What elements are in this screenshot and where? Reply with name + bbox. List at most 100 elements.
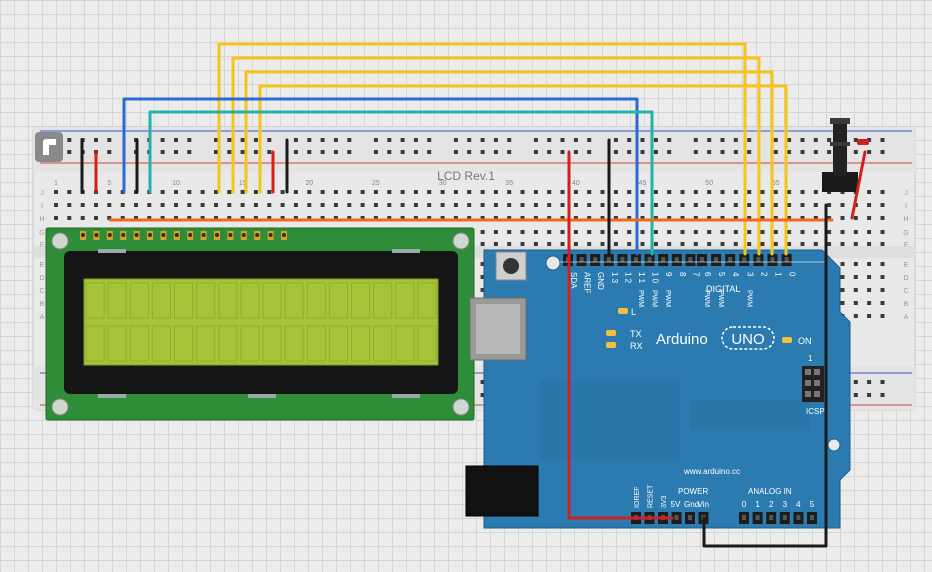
breadboard-hole [613, 230, 618, 234]
breadboard-hole [187, 203, 192, 207]
breadboard-hole [533, 216, 538, 220]
breadboard-hole [160, 138, 165, 142]
row-letter: H [903, 216, 908, 223]
breadboard-hole [880, 275, 885, 279]
breadboard-hole [813, 230, 818, 234]
breadboard-hole [613, 190, 618, 194]
breadboard-hole [773, 216, 778, 220]
header-pin-hole [579, 257, 584, 262]
digital-pin-label: 1 3 [610, 272, 619, 284]
digital-pin-label: 5 [717, 272, 726, 277]
breadboard-hole [507, 242, 512, 246]
breadboard-hole [480, 190, 485, 194]
breadboard-hole [800, 203, 805, 207]
wire-yellow-4 [258, 84, 788, 256]
breadboard-hole [280, 190, 285, 194]
breadboard-hole [880, 288, 885, 292]
breadboard-hole [627, 190, 632, 194]
column-number: 5 [107, 180, 111, 187]
breadboard-hole [547, 242, 552, 246]
breadboard-hole [560, 216, 565, 220]
lcd-char-cell [306, 282, 326, 319]
breadboard-hole [587, 216, 592, 220]
breadboard-hole [867, 242, 872, 246]
pwm-label: PWM [717, 290, 724, 307]
breadboard-hole [187, 150, 192, 154]
breadboard-hole [880, 230, 885, 234]
breadboard-hole [200, 216, 205, 220]
column-number: 1 [54, 180, 58, 187]
potentiometer-icon[interactable] [822, 118, 869, 192]
breadboard-hole [267, 150, 272, 154]
breadboard-hole [600, 230, 605, 234]
digital-pin-label: 2 [759, 272, 768, 277]
breadboard-hole [333, 216, 338, 220]
breadboard-hole [853, 380, 858, 384]
breadboard-hole [227, 216, 232, 220]
breadboard-hole [693, 230, 698, 234]
lcd-char-cell [306, 325, 326, 362]
header-pin-hole [634, 257, 638, 262]
breadboard-hole [747, 230, 752, 234]
breadboard-hole [507, 216, 512, 220]
lcd-char-cell [395, 325, 415, 362]
pot-body [822, 172, 858, 192]
breadboard-hole [653, 190, 658, 194]
breadboard-hole [227, 190, 232, 194]
breadboard-hole [773, 242, 778, 246]
breadboard-hole [840, 262, 845, 266]
breadboard-hole [813, 150, 818, 154]
wire-yellow-1 [217, 42, 747, 256]
breadboard-hole [667, 242, 672, 246]
breadboard-hole [560, 242, 565, 246]
breadboard-hole [707, 150, 712, 154]
breadboard-hole [853, 242, 858, 246]
breadboard-hole [773, 203, 778, 207]
on-label: ON [798, 336, 812, 346]
breadboard-hole [867, 380, 872, 384]
digital-pin-label: GND [596, 272, 605, 290]
breadboard-hole [827, 216, 832, 220]
breadboard-hole [507, 190, 512, 194]
row-letter: J [904, 190, 908, 197]
column-number: 40 [572, 180, 580, 187]
breadboard-hole [413, 190, 418, 194]
breadboard-hole [427, 150, 432, 154]
analog-header-pin-hole [810, 515, 814, 520]
breadboard-hole [720, 230, 725, 234]
breadboard-hole [387, 203, 392, 207]
breadboard-hole [520, 230, 525, 234]
breadboard-hole [720, 242, 725, 246]
analog-pin-label: 4 [796, 500, 801, 509]
lcd-pin-hole [255, 233, 260, 237]
lcd-mount-hole [452, 398, 470, 416]
lcd-pin-hole [94, 233, 99, 237]
breadboard-hole [387, 150, 392, 154]
breadboard-hole [760, 242, 765, 246]
breadboard-hole [240, 216, 245, 220]
breadboard-hole [240, 150, 245, 154]
breadboard-hole [240, 203, 245, 207]
breadboard-hole [707, 216, 712, 220]
breadboard-hole [360, 216, 365, 220]
arduino-brand: Arduino [656, 331, 708, 348]
breadboard-hole [667, 203, 672, 207]
breadboard-hole [853, 301, 858, 305]
analog-header-pin-hole [796, 515, 801, 520]
breadboard-hole [94, 203, 98, 207]
led-on [782, 337, 792, 343]
column-number: 25 [372, 180, 380, 187]
digital-pin-label: 7 [691, 272, 700, 277]
lcd-char-cell [240, 325, 260, 362]
header-pin-hole [647, 257, 652, 262]
lcd-char-cell [151, 282, 171, 319]
breadboard-hole [587, 150, 592, 154]
lcd-char-cell [373, 325, 393, 362]
breadboard-hole [400, 216, 405, 220]
breadboard-hole [867, 301, 872, 305]
breadboard-hole [94, 216, 98, 220]
